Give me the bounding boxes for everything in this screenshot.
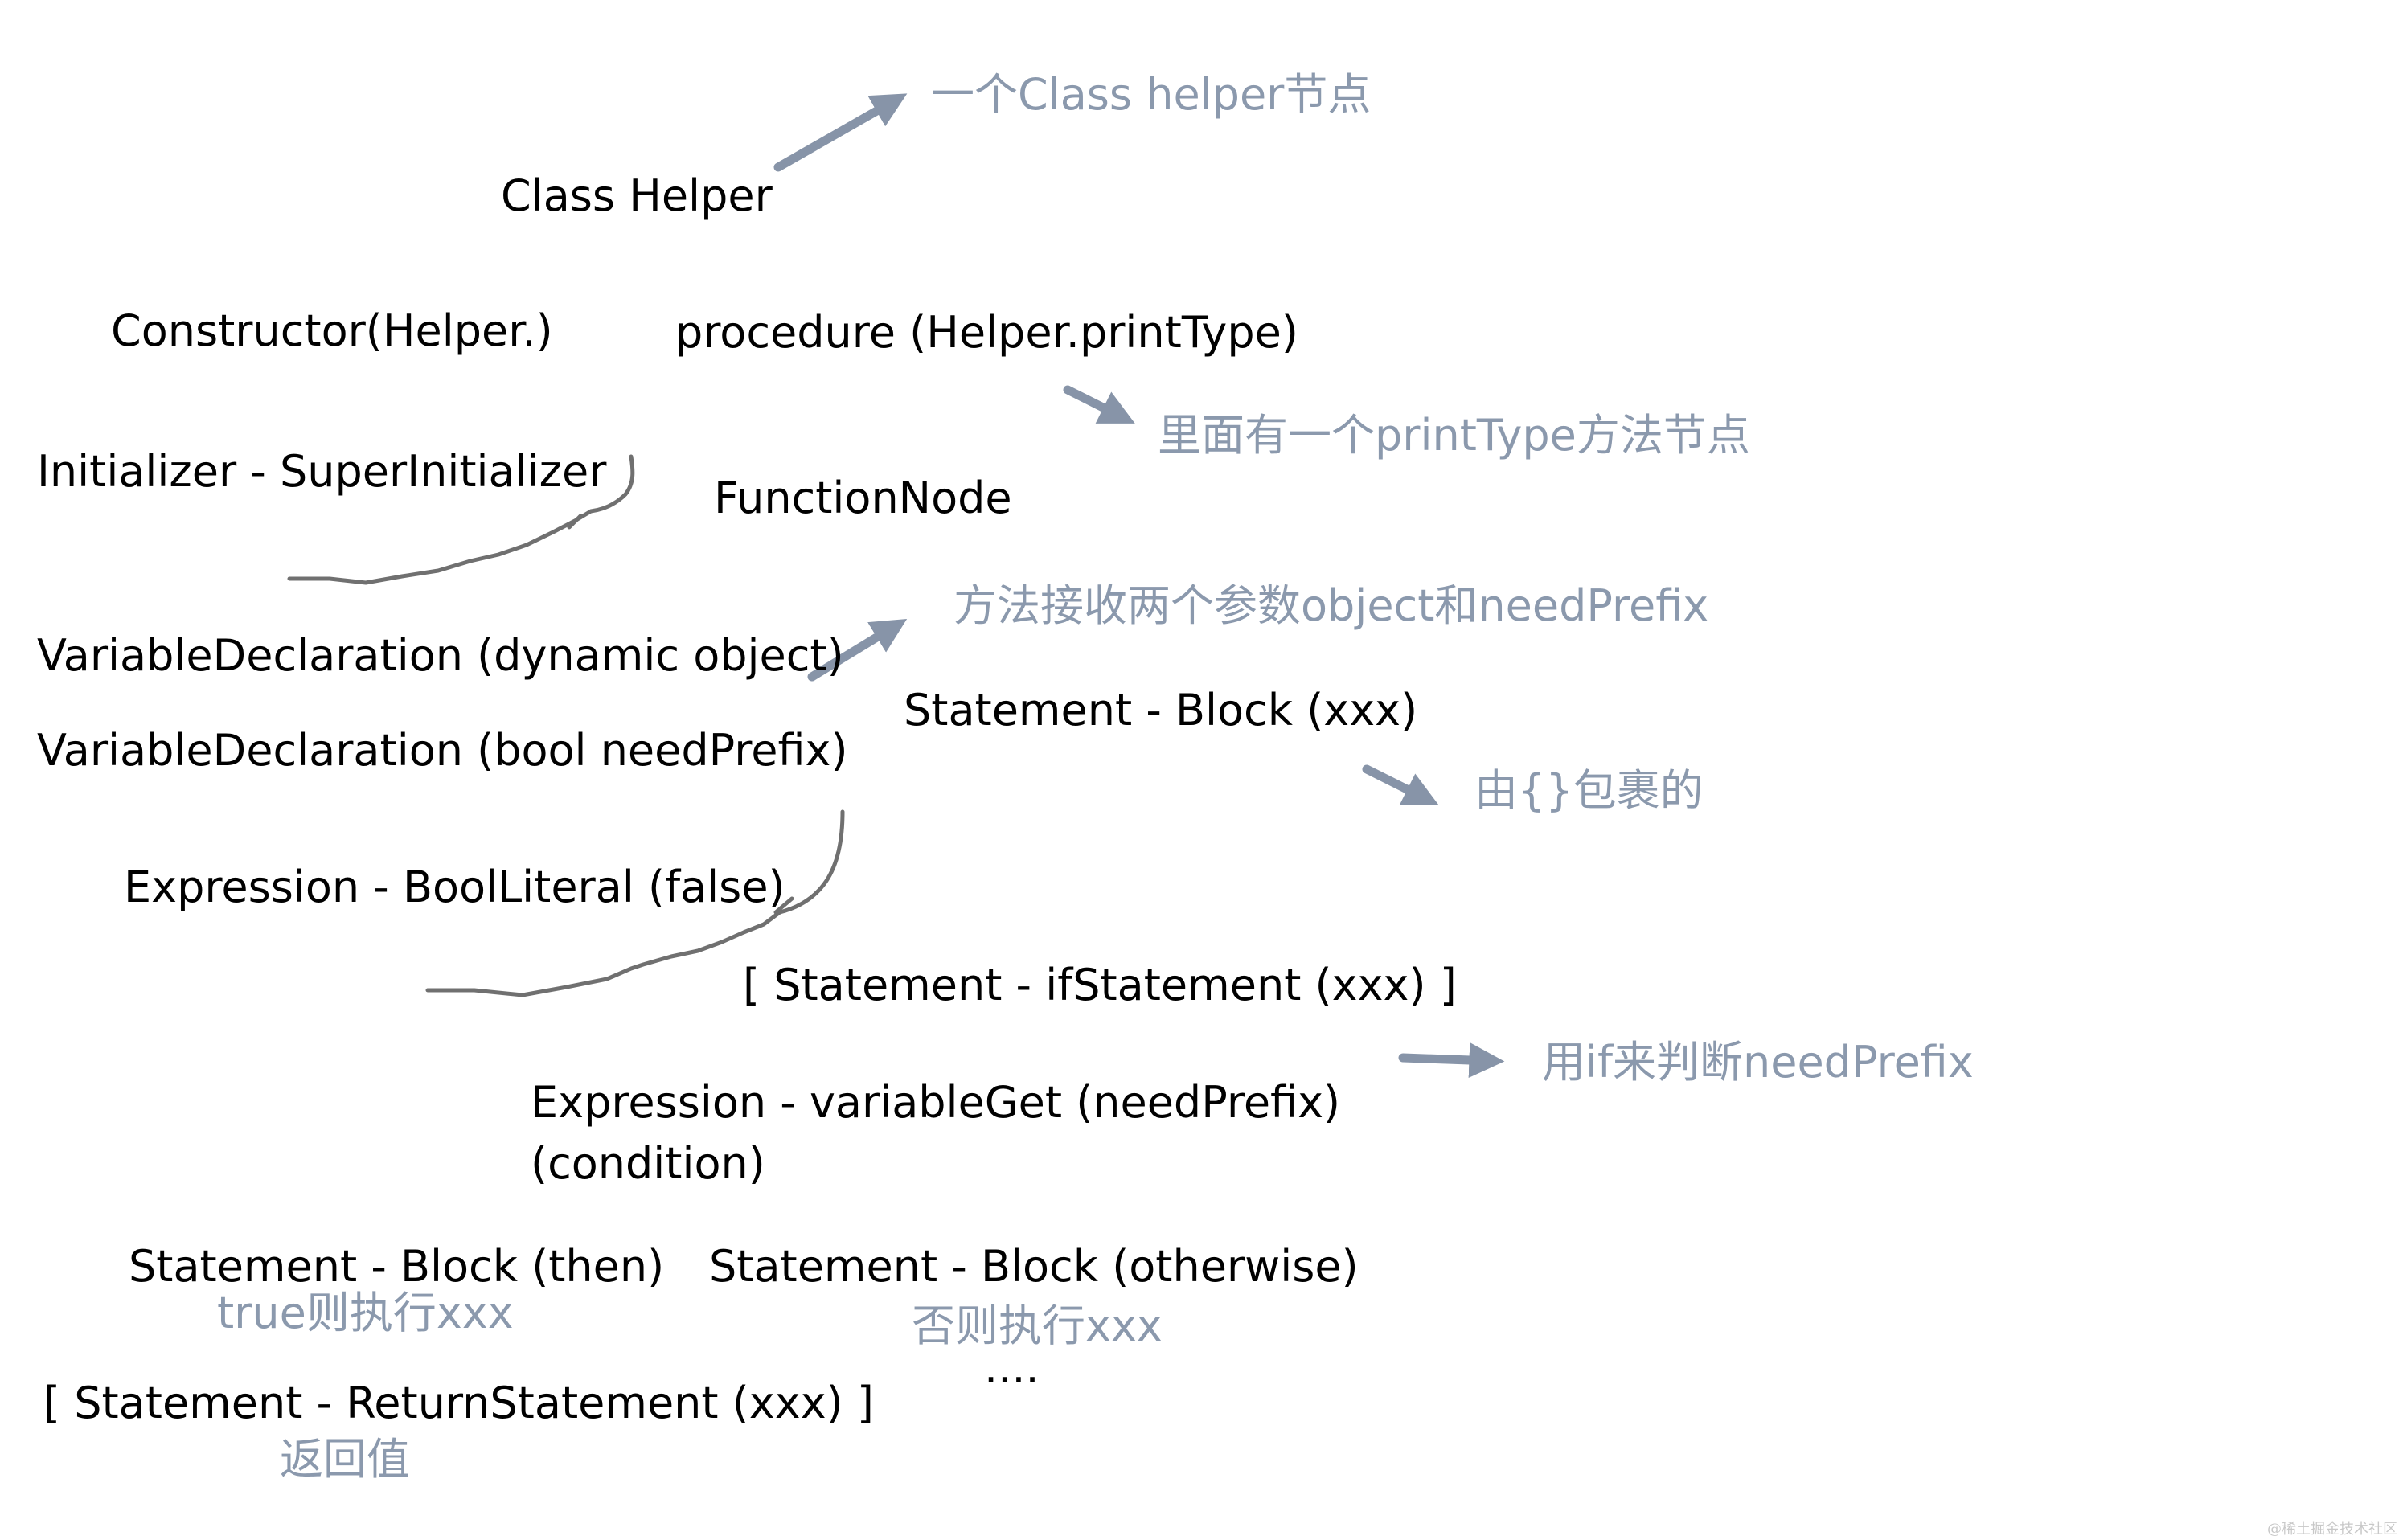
condition-label: (condition): [531, 1138, 765, 1189]
ellipsis-node: ....: [984, 1342, 1040, 1393]
block-note: 由{}包裹的: [1474, 765, 1704, 816]
variable-declaration-need-prefix-node: VariableDeclaration (bool needPrefix): [37, 725, 848, 776]
arrow-if-note: [1398, 1042, 1505, 1078]
params-note: 方法接收两个参数object和needPrefix: [953, 580, 1709, 631]
procedure-node: procedure (Helper.printType): [675, 307, 1298, 358]
variable-declaration-object-node: VariableDeclaration (dynamic object): [37, 630, 844, 681]
constructor-node: Constructor(Helper.): [111, 305, 553, 356]
watermark: @稀土掘金技术社区: [2267, 1521, 2397, 1538]
bool-literal-node: Expression - BoolLiteral (false): [124, 862, 785, 912]
brace-bool-literal: [425, 809, 845, 997]
variable-get-node: Expression - variableGet (needPrefix): [531, 1077, 1341, 1128]
brace-tick-bool-literal: [773, 896, 794, 915]
block-then-node: Statement - Block (then): [129, 1241, 665, 1292]
brace-tick-initializer: [567, 514, 583, 530]
arrow-class-note: [773, 93, 908, 172]
arrow-block-note: [1362, 764, 1439, 805]
block-otherwise-node: Statement - Block (otherwise): [709, 1241, 1359, 1292]
otherwise-note: 否则执行xxx: [912, 1300, 1163, 1351]
brace-initializer: [287, 454, 635, 585]
class-note: 一个Class helper节点: [931, 69, 1372, 120]
statement-block-node: Statement - Block (xxx): [904, 685, 1418, 735]
arrow-method-note: [1063, 385, 1135, 424]
method-note: 里面有一个printType方法节点: [1158, 410, 1750, 461]
then-note: true则执行xxx: [217, 1288, 514, 1338]
initializer-node: Initializer - SuperInitializer: [37, 446, 607, 497]
return-statement-node: [ Statement - ReturnStatement (xxx) ]: [43, 1378, 874, 1428]
return-note: 返回值: [280, 1434, 410, 1485]
if-statement-node: [ Statement - ifStatement (xxx) ]: [743, 960, 1457, 1010]
function-node: FunctionNode: [714, 473, 1012, 523]
class-helper-node: Class Helper: [501, 170, 773, 221]
arrow-params-note: [807, 618, 908, 682]
if-note: 用if来判断needPrefix: [1542, 1037, 1974, 1087]
